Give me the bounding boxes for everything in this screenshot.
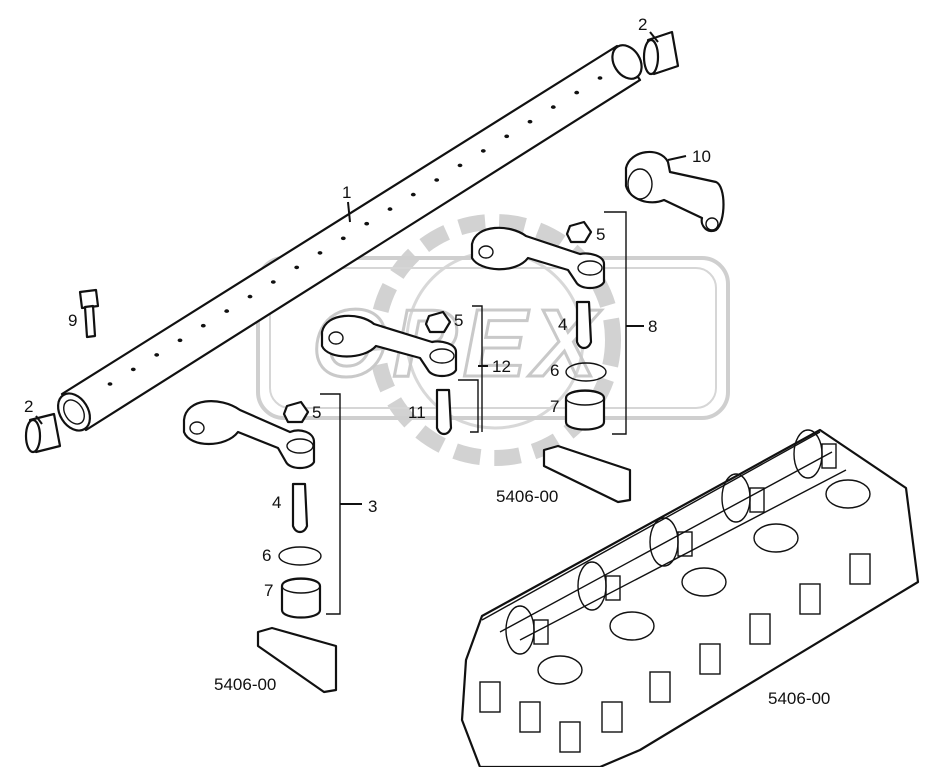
shaft-hole <box>527 119 533 124</box>
shaft-hole <box>200 323 206 328</box>
callout-6-low: 6 <box>262 546 271 565</box>
callout-7-mid: 7 <box>550 397 559 416</box>
callout-8: 8 <box>648 317 657 336</box>
shaft-hole <box>177 338 183 343</box>
callout-6-mid: 6 <box>550 361 559 380</box>
head-side-pocket <box>799 583 821 615</box>
head-side-pocket <box>519 701 541 733</box>
callout-4-mid: 4 <box>558 315 567 334</box>
reference-labels: 5406-00 5406-00 5406-00 <box>214 487 830 708</box>
callout-5-mid: 5 <box>454 311 463 330</box>
shaft-hole <box>224 309 230 313</box>
callout-4-low: 4 <box>272 493 281 512</box>
shaft-hole <box>317 251 323 255</box>
head-side-pocket <box>749 613 771 645</box>
shaft-hole <box>410 192 416 197</box>
head-side-pocket <box>559 721 581 753</box>
shaft-hole <box>550 105 556 109</box>
shaft-hole <box>247 294 253 299</box>
callout-5-low: 5 <box>312 403 321 422</box>
cylinder-head <box>460 428 920 767</box>
shaft-hole <box>364 221 370 226</box>
callout-2-left: 2 <box>24 397 33 416</box>
shaft-hole <box>387 207 393 211</box>
shaft-hole <box>597 76 603 80</box>
shaft-hole <box>154 353 160 357</box>
ref-middle: 5406-00 <box>496 487 558 506</box>
shaft-hole <box>434 178 440 182</box>
leader-lines <box>35 31 687 505</box>
shaft-hole <box>480 149 486 153</box>
cylinder-port <box>793 429 871 509</box>
end-cap-top <box>642 30 680 76</box>
callout-2-top: 2 <box>638 15 647 34</box>
ref-lower-left: 5406-00 <box>214 675 276 694</box>
rocker-arm-middle <box>320 305 483 436</box>
callout-10: 10 <box>692 147 711 166</box>
shaft-hole <box>504 134 510 139</box>
shaft-hole <box>270 280 276 284</box>
head-side-pocket <box>849 553 871 585</box>
head-side-pocket <box>601 701 623 733</box>
callout-12: 12 <box>492 357 511 376</box>
ref-lower-right: 5406-00 <box>768 689 830 708</box>
callout-11: 11 <box>408 403 426 422</box>
shaft-hole <box>294 265 300 270</box>
shaft-hole <box>457 163 463 168</box>
head-side-pocket <box>699 643 721 675</box>
callout-9: 9 <box>68 311 77 330</box>
callout-labels: 1 2 2 3 4 4 5 5 5 6 6 7 7 8 9 10 11 12 <box>24 15 711 600</box>
shaft-hole <box>574 90 580 95</box>
callout-7-low: 7 <box>264 581 273 600</box>
rocker-arm-low <box>182 393 341 694</box>
shaft-hole <box>107 382 113 386</box>
rocker-arm-top <box>470 211 632 504</box>
end-cap-left <box>24 412 62 454</box>
bolt-9 <box>78 288 100 339</box>
shaft-hole <box>340 236 346 241</box>
head-side-pocket <box>649 671 671 703</box>
callout-5-top: 5 <box>596 225 605 244</box>
shaft-hole <box>130 367 136 372</box>
rocker-shaft <box>56 44 643 432</box>
cylinder-port <box>721 473 799 553</box>
cylinder-port <box>577 561 655 641</box>
callout-1: 1 <box>342 183 351 202</box>
head-side-pocket <box>479 681 501 713</box>
cylinder-port <box>649 517 727 597</box>
bracket-10 <box>624 150 725 233</box>
callout-3: 3 <box>368 497 377 516</box>
cylinder-port <box>505 605 583 685</box>
